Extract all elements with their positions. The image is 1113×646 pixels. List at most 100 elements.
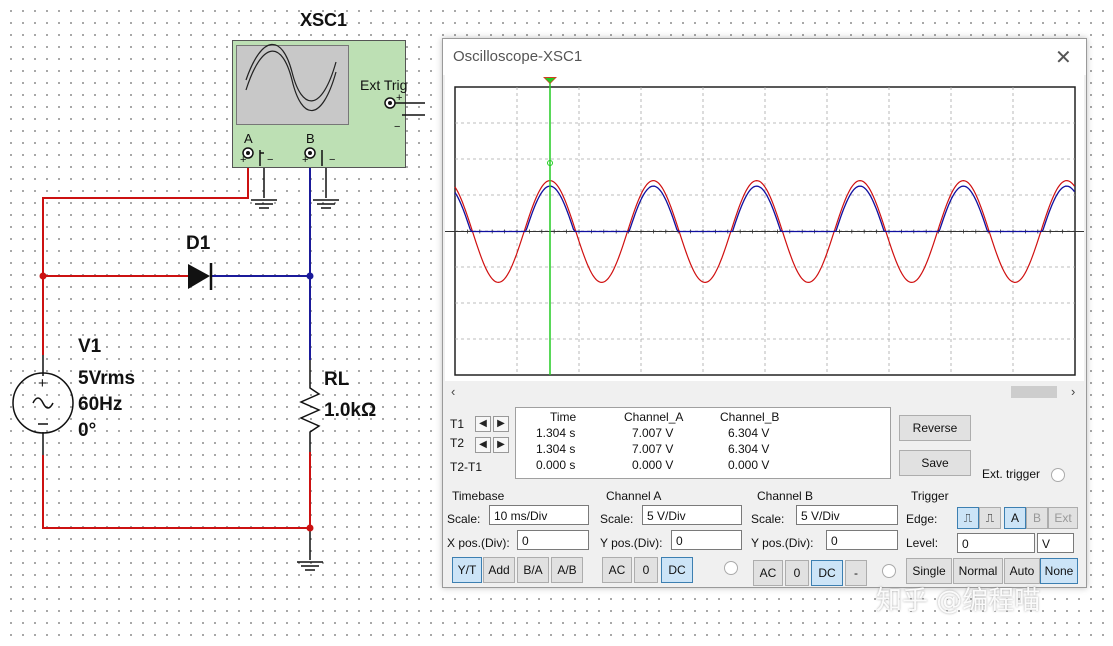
scope-label: XSC1 xyxy=(300,10,348,30)
reverse-button[interactable]: Reverse xyxy=(899,415,971,441)
ext-trigger-terminal[interactable] xyxy=(1051,468,1065,482)
scroll-left-icon[interactable]: ‹ xyxy=(451,384,456,399)
col-header-time: Time xyxy=(550,410,577,424)
timebase-xpos-input[interactable]: 0 xyxy=(517,530,589,550)
channel-a-ac-button[interactable]: AC xyxy=(602,557,632,583)
scroll-thumb[interactable] xyxy=(1011,386,1057,398)
trigger-level-unit-select[interactable]: V xyxy=(1037,533,1074,553)
falling-edge-icon[interactable]: ⎍ xyxy=(979,507,1001,529)
channel-a-terminal[interactable] xyxy=(724,561,738,575)
watermark: 知乎 @编程喵 xyxy=(876,586,1041,616)
channel-b-ac-button[interactable]: AC xyxy=(753,560,783,586)
t1-right-button[interactable]: ▶ xyxy=(493,416,509,432)
waveform-display xyxy=(445,77,1084,376)
t2-right-button[interactable]: ▶ xyxy=(493,437,509,453)
svg-text:−: − xyxy=(267,154,273,166)
window-title: Oscilloscope-XSC1 xyxy=(453,48,583,65)
oscilloscope-window: Oscilloscope-XSC1 ✕ ‹ › T1 ◀ ▶ T2 ◀ ▶ T2… xyxy=(442,38,1087,588)
ext-trigger-label: Ext. trigger xyxy=(982,467,1041,481)
diff-channel-a-value: 0.000 V xyxy=(632,458,674,472)
t2-channel-b-value: 6.304 V xyxy=(728,442,770,456)
mode-yt-button[interactable]: Y/T xyxy=(452,557,482,583)
save-button[interactable]: Save xyxy=(899,450,971,476)
trigger-none-button[interactable]: None xyxy=(1040,558,1078,584)
channel-a-label: A xyxy=(244,131,253,146)
timebase-xpos-label: X pos.(Div): xyxy=(447,536,510,550)
timebase-scale-input[interactable]: 10 ms/Div xyxy=(489,505,589,525)
svg-text:−: − xyxy=(329,154,335,166)
trigger-title: Trigger xyxy=(911,489,949,503)
diode-d1[interactable] xyxy=(188,263,213,290)
ext-trig-label: Ext Trig xyxy=(360,77,408,93)
trace-channel-b xyxy=(454,185,1076,233)
t2-t1-label: T2-T1 xyxy=(450,460,483,474)
diff-channel-b-value: 0.000 V xyxy=(728,458,770,472)
diff-time-value: 0.000 s xyxy=(536,458,576,472)
t1-channel-a-value: 7.007 V xyxy=(632,426,674,440)
timebase-title: Timebase xyxy=(452,489,505,503)
channel-b-ypos-label: Y pos.(Div): xyxy=(751,536,814,550)
ground-symbol-b xyxy=(313,199,339,209)
svg-text:−: − xyxy=(394,121,400,133)
channel-a-zero-button[interactable]: 0 xyxy=(634,557,658,583)
junction-dot xyxy=(39,272,47,280)
trigger-edge-label: Edge: xyxy=(906,512,938,526)
t1-channel-b-value: 6.304 V xyxy=(728,426,770,440)
trigger-normal-button[interactable]: Normal xyxy=(953,558,1003,584)
scope-terminal-a-redraw xyxy=(242,147,264,166)
svg-text:+: + xyxy=(302,154,308,166)
channel-b-terminal[interactable] xyxy=(882,564,896,578)
ground-symbol-a xyxy=(251,199,277,209)
trigger-source-a-button[interactable]: A xyxy=(1004,507,1026,529)
channel-a-title: Channel A xyxy=(606,489,662,503)
cursor-t2-handle[interactable] xyxy=(545,78,555,83)
mode-ab-button[interactable]: A/B xyxy=(551,557,583,583)
source-frequency: 60Hz xyxy=(78,394,123,415)
trigger-source-b-button[interactable]: B xyxy=(1026,507,1048,529)
t1-left-button[interactable]: ◀ xyxy=(475,416,491,432)
close-icon[interactable]: ✕ xyxy=(1055,47,1072,69)
trigger-level-label: Level: xyxy=(906,536,939,550)
svg-text:+: + xyxy=(396,92,402,104)
scroll-right-icon[interactable]: › xyxy=(1071,384,1076,399)
trigger-auto-button[interactable]: Auto xyxy=(1004,558,1040,584)
t1-time-value: 1.304 s xyxy=(536,426,576,440)
channel-b-ypos-input[interactable]: 0 xyxy=(826,530,898,550)
channel-a-scale-input[interactable]: 5 V/Div xyxy=(642,505,742,525)
scope-display xyxy=(445,75,1084,381)
t2-left-button[interactable]: ◀ xyxy=(475,437,491,453)
channel-a-scale-label: Scale: xyxy=(600,512,634,526)
channel-b-title: Channel B xyxy=(757,489,814,503)
mode-ba-button[interactable]: B/A xyxy=(517,557,549,583)
scope-terminal-b-redraw xyxy=(304,147,323,166)
blue-wires xyxy=(212,163,311,360)
rising-edge-icon[interactable]: ⎍ xyxy=(957,507,979,529)
channel-a-ypos-label: Y pos.(Div): xyxy=(600,536,663,550)
timebase-scale-label: Scale: xyxy=(447,512,481,526)
t2-time-value: 1.304 s xyxy=(536,442,576,456)
ac-source-v1[interactable]: + xyxy=(12,355,74,455)
channel-b-zero-button[interactable]: 0 xyxy=(785,560,809,586)
channel-b-scale-label: Scale: xyxy=(751,512,785,526)
channel-b-minus-button[interactable]: - xyxy=(845,560,867,586)
mode-add-button[interactable]: Add xyxy=(483,557,515,583)
channel-b-scale-input[interactable]: 5 V/Div xyxy=(796,505,898,525)
trigger-single-button[interactable]: Single xyxy=(906,558,952,584)
t1-label: T1 xyxy=(450,417,465,431)
trigger-source-ext-button[interactable]: Ext xyxy=(1048,507,1078,529)
horizontal-scrollbar[interactable]: ‹ › xyxy=(445,383,1084,401)
channel-a-dc-button[interactable]: DC xyxy=(661,557,693,583)
col-header-channel-b: Channel_B xyxy=(720,410,780,424)
channel-b-dc-button[interactable]: DC xyxy=(811,560,843,586)
ext-trig-terminal[interactable] xyxy=(384,97,425,116)
channel-a-ypos-input[interactable]: 0 xyxy=(671,530,742,550)
source-name: V1 xyxy=(78,336,102,357)
title-bar[interactable]: Oscilloscope-XSC1 ✕ xyxy=(443,39,1086,75)
resistor-name: RL xyxy=(324,369,350,390)
resistor-rl[interactable] xyxy=(299,360,321,452)
svg-text:+: + xyxy=(240,154,246,166)
source-amplitude: 5Vrms xyxy=(78,368,136,389)
measurement-readout: Time Channel_A Channel_B 1.304 s 7.007 V… xyxy=(515,407,891,479)
trigger-level-input[interactable]: 0 xyxy=(957,533,1035,553)
